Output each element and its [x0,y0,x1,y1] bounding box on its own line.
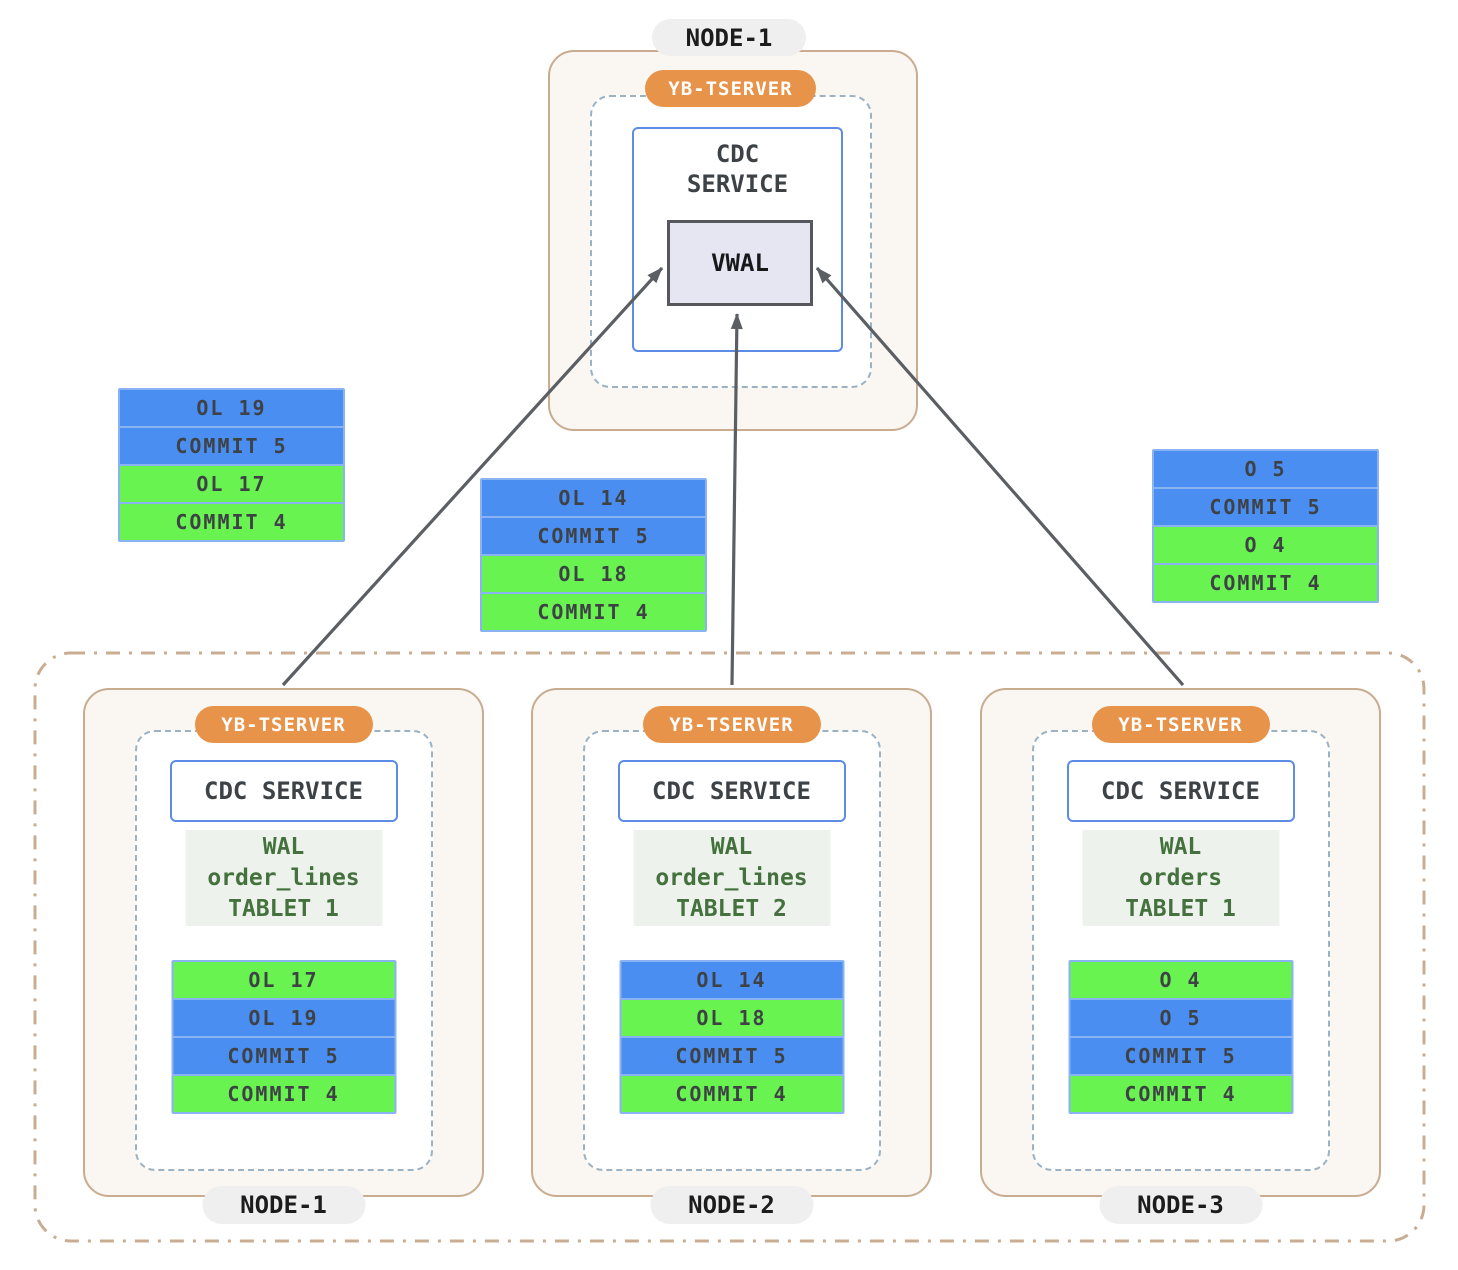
top-node-title: NODE-1 [652,19,806,56]
wal-record: OL 17 [171,960,396,1000]
wal-record: COMMIT 5 [171,1036,396,1076]
wal-record: COMMIT 5 [118,426,345,466]
vwal-box: VWAL [667,220,813,306]
node3-tserver-badge: YB-TSERVER [1091,706,1270,743]
wal-record: OL 14 [619,960,844,1000]
cdc-service-line2: SERVICE [686,170,789,198]
node2-cdc-service-box: CDC SERVICE [617,760,846,822]
wal-record: OL 19 [171,998,396,1038]
top-tserver-badge: YB-TSERVER [645,70,816,107]
wal-record: COMMIT 5 [619,1036,844,1076]
wal-record: O 4 [1152,525,1379,565]
node1-tserver-label: YB-TSERVER [221,713,346,736]
node3-wal-line1: WAL [1159,833,1202,860]
node3-wal-title: WAL orders TABLET 1 [1082,830,1279,926]
node3-wal-line2: orders [1138,864,1223,891]
wal-record: O 5 [1068,998,1293,1038]
top-node-title-label: NODE-1 [685,23,773,52]
wal-record: COMMIT 5 [480,516,707,556]
wal-record: O 4 [1068,960,1293,1000]
node3-cdc-service-label: CDC SERVICE [1101,777,1260,805]
node1-cdc-service-box: CDC SERVICE [169,760,398,822]
wal-record: COMMIT 5 [1068,1036,1293,1076]
wal-record: COMMIT 5 [1152,487,1379,527]
node1-wal-title: WAL order_lines TABLET 1 [185,830,382,926]
node3-title-label: NODE-3 [1137,1191,1224,1219]
wal-record: OL 17 [118,464,345,504]
cdc-service-line1: CDC [715,140,760,168]
node3-cdc-service-box: CDC SERVICE [1066,760,1295,822]
top-tserver-label: YB-TSERVER [668,77,793,100]
wal-record: OL 19 [118,388,345,428]
node1-cdc-service-label: CDC SERVICE [204,777,363,805]
node2-wal-line2: order_lines [655,864,808,891]
node2-wal-title: WAL order_lines TABLET 2 [633,830,830,926]
wal-record: O 5 [1152,449,1379,489]
node3-wal-line3: TABLET 1 [1125,895,1236,922]
wal-record: COMMIT 4 [1068,1074,1293,1114]
bottom-node2-card: YB-TSERVER CDC SERVICE WAL order_lines T… [531,688,932,1224]
wal-record: COMMIT 4 [480,592,707,632]
node2-wal-line1: WAL [710,833,753,860]
node1-wal-line1: WAL [262,833,305,860]
wal-record: OL 18 [480,554,707,594]
node2-tserver-badge: YB-TSERVER [642,706,821,743]
node1-title: NODE-1 [202,1186,365,1224]
node2-title: NODE-2 [650,1186,813,1224]
wal-record: COMMIT 4 [1152,563,1379,603]
node2-cdc-service-label: CDC SERVICE [652,777,811,805]
wal-record: COMMIT 4 [171,1074,396,1114]
node1-title-label: NODE-1 [240,1191,327,1219]
node1-tserver-badge: YB-TSERVER [194,706,373,743]
node1-wal-line3: TABLET 1 [228,895,339,922]
bottom-node3-card: YB-TSERVER CDC SERVICE WAL orders TABLET… [980,688,1381,1224]
wal-record: COMMIT 4 [118,502,345,542]
vwal-label: VWAL [711,249,769,277]
wal-record: OL 14 [480,478,707,518]
node2-wal-line3: TABLET 2 [676,895,787,922]
wal-record: OL 18 [619,998,844,1038]
node2-title-label: NODE-2 [688,1191,775,1219]
node3-tserver-label: YB-TSERVER [1118,713,1243,736]
node3-title: NODE-3 [1099,1186,1262,1224]
node2-tserver-label: YB-TSERVER [669,713,794,736]
bottom-node1-card: YB-TSERVER CDC SERVICE WAL order_lines T… [83,688,484,1224]
node1-wal-line2: order_lines [207,864,360,891]
wal-record: COMMIT 4 [619,1074,844,1114]
